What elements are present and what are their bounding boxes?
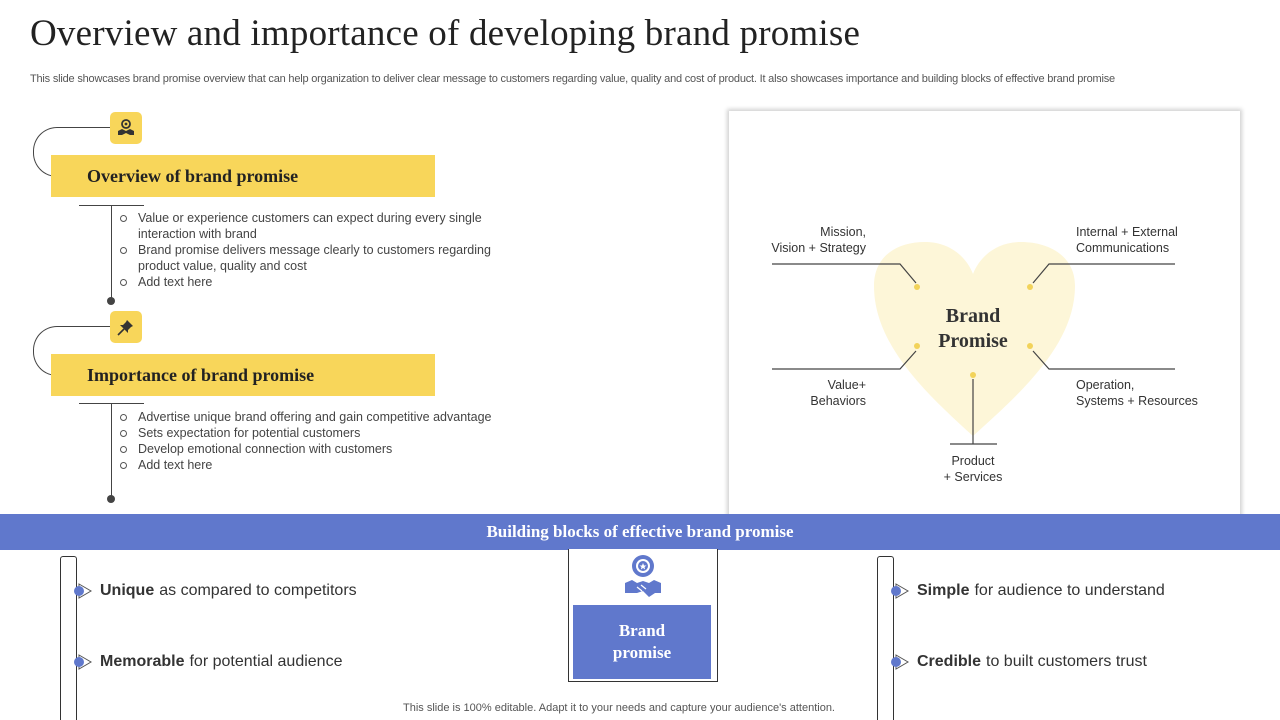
label-line: Internal + External (1076, 225, 1178, 239)
heart-title-line: Promise (938, 330, 1008, 352)
block-item-unique: Unique as compared to competitors (72, 582, 357, 600)
bullet-item: Advertise unique brand offering and gain… (118, 409, 528, 425)
right-rail (877, 556, 894, 720)
label-line: Operation, (1076, 378, 1135, 392)
label-line: Brand (618, 621, 666, 640)
footer-note: This slide is 100% editable. Adapt it to… (403, 702, 835, 714)
label-line: Product (951, 454, 995, 468)
heart-diagram (772, 242, 1175, 445)
bullet-item: Sets expectation for potential customers (118, 425, 528, 441)
block-item-text: for audience to understand (974, 582, 1165, 599)
arrow-marker-icon (889, 653, 911, 671)
arrow-marker-icon (72, 582, 94, 600)
block-item-keyword: Simple (917, 582, 970, 599)
timeline-line (111, 205, 113, 300)
block-item-simple: Simple for audience to understand (889, 582, 1165, 600)
label-line: Communications (1076, 241, 1170, 255)
label-product-services: Product + Services (923, 453, 1023, 485)
label-value-behaviors: Value+ Behaviors (746, 377, 866, 409)
heart-title-line: Brand (945, 305, 1001, 327)
brand-promise-card: Brand promise (568, 549, 718, 682)
brand-promise-label: Brand promise (573, 605, 711, 679)
label-communications: Internal + External Communications (1076, 224, 1226, 256)
handshake-gear-icon (110, 112, 142, 144)
overview-bullets: Value or experience customers can expect… (118, 210, 518, 290)
left-rail (60, 556, 77, 720)
heart-center-title: Brand Promise (913, 304, 1033, 354)
bullet-item: Add text here (118, 457, 528, 473)
block-item-keyword: Credible (917, 653, 982, 670)
block-item-keyword: Memorable (100, 653, 185, 670)
arrow-marker-icon (72, 653, 94, 671)
label-line: Behaviors (810, 394, 866, 408)
award-handshake-icon (624, 553, 662, 604)
timeline-dot (107, 495, 115, 503)
page-title: Overview and importance of developing br… (30, 13, 861, 54)
bullet-item: Value or experience customers can expect… (118, 210, 518, 242)
timeline-dot (107, 297, 115, 305)
label-line: + Services (943, 470, 1003, 484)
block-item-text: as compared to competitors (159, 582, 357, 599)
building-blocks-banner: Building blocks of effective brand promi… (0, 514, 1280, 550)
bullet-item: Brand promise delivers message clearly t… (118, 242, 518, 274)
label-line: Systems + Resources (1076, 394, 1198, 408)
label-operation-systems: Operation, Systems + Resources (1076, 377, 1236, 409)
block-item-memorable: Memorable for potential audience (72, 653, 342, 671)
brand-promise-heart-panel: Brand Promise Mission, Vision + Strategy… (729, 111, 1240, 521)
bullet-item: Develop emotional connection with custom… (118, 441, 528, 457)
block-item-text: to built customers trust (986, 653, 1147, 670)
block-item-keyword: Unique (100, 582, 155, 599)
label-line: promise (612, 643, 672, 662)
block-item-credible: Credible to built customers trust (889, 653, 1147, 671)
pushpin-icon (110, 311, 142, 343)
importance-bullets: Advertise unique brand offering and gain… (118, 409, 528, 473)
arrow-marker-icon (889, 582, 911, 600)
label-line: Mission, (820, 225, 866, 239)
label-line: Value+ (827, 378, 866, 392)
label-mission-vision: Mission, Vision + Strategy (746, 224, 866, 256)
importance-heading: Importance of brand promise (51, 354, 435, 396)
timeline-line (111, 403, 113, 498)
overview-heading: Overview of brand promise (51, 155, 435, 197)
bullet-item: Add text here (118, 274, 518, 290)
label-line: Vision + Strategy (771, 241, 866, 255)
page-subtitle: This slide showcases brand promise overv… (30, 73, 1115, 85)
block-item-text: for potential audience (189, 653, 343, 670)
